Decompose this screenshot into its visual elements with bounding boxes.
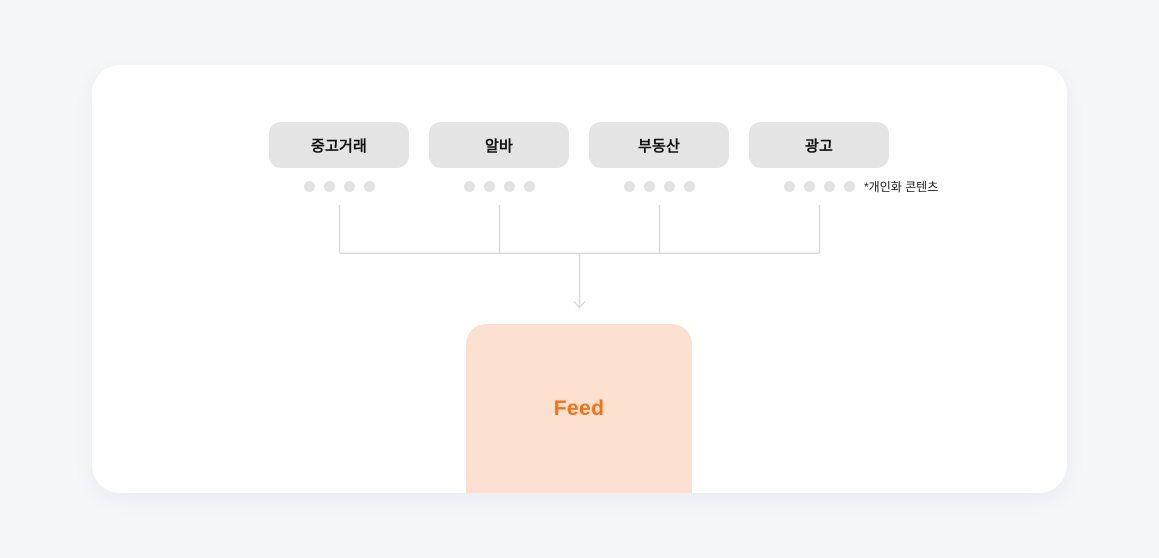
feed-label: Feed (553, 396, 605, 420)
content-dot (843, 181, 855, 192)
arrow-down-icon (573, 300, 586, 309)
content-dots (623, 181, 695, 192)
source-node-gwanggo: 광고 (749, 122, 889, 192)
content-dot (323, 181, 335, 192)
content-dot (623, 181, 635, 192)
content-dot (463, 181, 475, 192)
source-box-budongsan: 부동산 (589, 122, 729, 168)
content-dot (823, 181, 835, 192)
content-dot (343, 181, 355, 192)
content-dots (783, 181, 855, 192)
content-dot (783, 181, 795, 192)
source-node-junggogeorae: 중고거래 (269, 122, 409, 192)
content-dot (683, 181, 695, 192)
source-node-budongsan: 부동산 (589, 122, 729, 192)
content-dots (463, 181, 535, 192)
source-box-junggogeorae: 중고거래 (269, 122, 409, 168)
content-dot (523, 181, 535, 192)
diagram-card: 중고거래 알바 부동산 광고 (92, 65, 1067, 493)
content-dots (303, 181, 375, 192)
content-dot (803, 181, 815, 192)
content-dot (303, 181, 315, 192)
source-node-alba: 알바 (429, 122, 569, 192)
feed-box: Feed (466, 324, 692, 493)
content-dot (483, 181, 495, 192)
content-dot (643, 181, 655, 192)
content-dot (503, 181, 515, 192)
source-box-alba: 알바 (429, 122, 569, 168)
content-dot (663, 181, 675, 192)
personalized-content-note: *개인화 콘텐츠 (864, 180, 939, 194)
content-dot (363, 181, 375, 192)
source-box-gwanggo: 광고 (749, 122, 889, 168)
